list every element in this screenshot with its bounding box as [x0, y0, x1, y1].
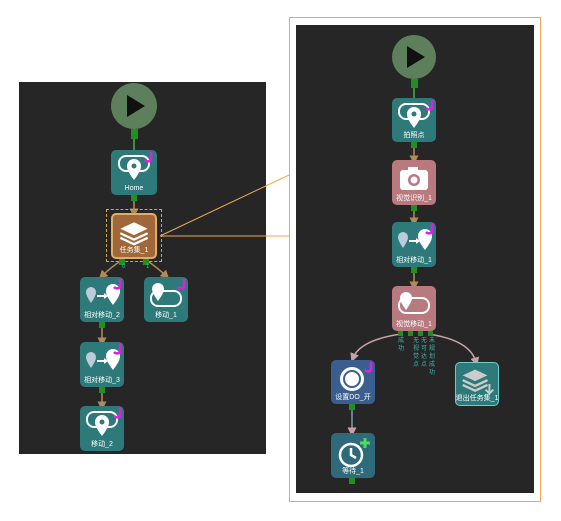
location-path-icon: [398, 100, 434, 128]
start-right-output-port[interactable]: [411, 79, 418, 88]
home-output-port[interactable]: [131, 195, 137, 201]
relative-move-icon: [398, 224, 434, 250]
node-task-set[interactable]: 任务集_1: [111, 213, 157, 259]
record-icon: [340, 362, 373, 391]
vis-move-port-0[interactable]: [398, 331, 403, 336]
node-exit-task-set-label: 退出任务集_1: [455, 395, 499, 402]
node-set-do-label: 设置DO_开: [335, 394, 371, 401]
clock-plus-icon: [338, 438, 370, 468]
play-icon: [127, 95, 145, 117]
start-output-port[interactable]: [131, 129, 138, 139]
node-rel-move-2-label: 相对移动_2: [84, 312, 120, 319]
relative-move-icon: [86, 279, 122, 305]
node-task-set-label: 任务集_1: [119, 247, 149, 254]
rel-move-2-output-port[interactable]: [99, 322, 105, 328]
node-capture-point[interactable]: 拍照点: [392, 98, 436, 142]
node-vision-recognition[interactable]: 视觉识别_1: [392, 160, 436, 205]
branch-label-1: 1: [146, 264, 150, 270]
node-rel-move-1-label: 相对移动_1: [396, 257, 432, 264]
layers-exit-icon: [462, 369, 494, 395]
task-set-port-1[interactable]: [143, 259, 149, 265]
camera-icon: [400, 167, 428, 190]
node-rel-move-3-label: 相对移动_3: [84, 377, 120, 384]
vis-move-port-2[interactable]: [418, 331, 423, 336]
node-rel-move-1[interactable]: 相对移动_1: [392, 222, 436, 267]
node-wait-label: 等待_1: [342, 468, 364, 475]
left-flow-canvas[interactable]: [19, 82, 266, 454]
selection-box: [106, 209, 162, 262]
node-wait[interactable]: 等待_1: [331, 433, 375, 478]
start-node-right[interactable]: [392, 35, 436, 79]
relative-move-icon: [86, 344, 122, 370]
play-icon: [407, 46, 425, 68]
task-set-port-0[interactable]: [119, 259, 125, 265]
node-rel-move-2[interactable]: 相对移动_2: [80, 277, 124, 322]
capture-point-output-port[interactable]: [411, 142, 417, 148]
vis-move-port-label-3: 未规划成功: [429, 338, 436, 376]
node-move-2[interactable]: 移动_2: [80, 406, 124, 451]
node-home-label: Home: [124, 185, 144, 192]
node-move-1-label: 移动_1: [155, 312, 177, 319]
location-path-icon: [118, 152, 153, 180]
rel-move-3-output-port[interactable]: [99, 387, 105, 393]
node-vis-move-label: 视觉移动_1: [396, 321, 432, 328]
node-home[interactable]: Home: [111, 150, 157, 195]
node-vision-recognition-label: 视觉识别_1: [396, 195, 432, 202]
branch-label-0: 0: [122, 264, 126, 270]
vis-move-port-label-0: 成功: [398, 338, 405, 352]
location-path-icon: [86, 408, 122, 436]
set-do-output-port[interactable]: [349, 404, 355, 410]
node-exit-task-set[interactable]: 退出任务集_1: [455, 362, 499, 406]
node-move-2-label: 移动_2: [91, 441, 113, 448]
vis-move-port-label-1: 无视觉点: [413, 338, 420, 368]
wait-output-port[interactable]: [349, 478, 355, 484]
node-rel-move-3[interactable]: 相对移动_3: [80, 342, 124, 387]
start-node[interactable]: [111, 83, 157, 129]
node-capture-point-label: 拍照点: [403, 132, 425, 139]
vis-move-port-label-2: 无可达点: [421, 338, 428, 368]
node-set-do[interactable]: 设置DO_开: [331, 360, 375, 404]
location-path-icon: [398, 292, 430, 314]
vision-recognition-output-port[interactable]: [411, 205, 417, 211]
vis-move-port-3[interactable]: [428, 331, 433, 336]
node-move-1[interactable]: 移动_1: [144, 277, 188, 322]
location-path-icon: [150, 279, 186, 307]
rel-move-1-output-port[interactable]: [411, 267, 417, 273]
layers-icon: [119, 222, 149, 246]
vis-move-port-1[interactable]: [408, 331, 413, 336]
zoom-callout-frame: [289, 17, 541, 502]
node-vis-move[interactable]: 视觉移动_1: [392, 286, 436, 331]
